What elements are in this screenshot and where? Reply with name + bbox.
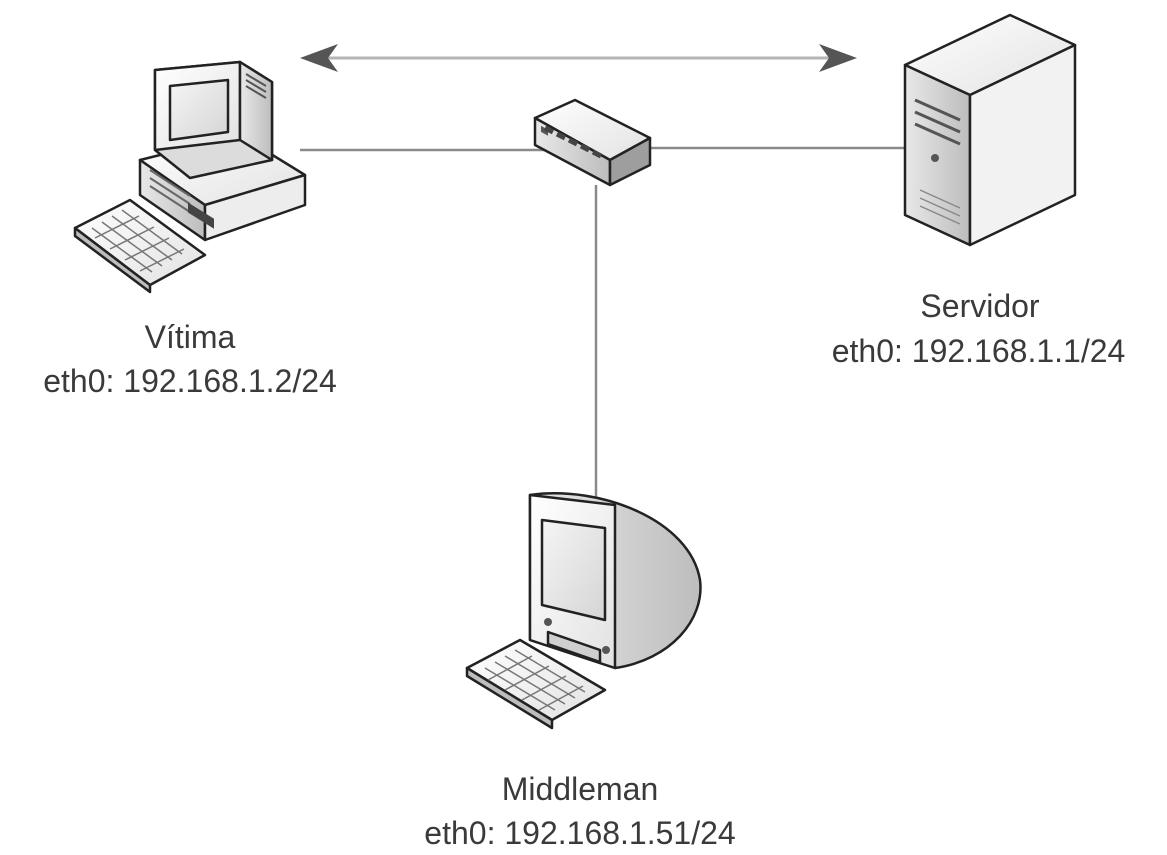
connections (300, 146, 905, 500)
middleman-ip-label: eth0: 192.168.1.51/24 (424, 815, 736, 851)
servidor-name-label: Servidor (920, 288, 1040, 324)
servidor-ip-label: eth0: 192.168.1.1/24 (831, 333, 1126, 369)
desktop-computer-icon (73, 60, 307, 294)
arrow-head-left-icon (300, 44, 338, 72)
network-switch-icon (533, 98, 652, 187)
vitima-ip-label: eth0: 192.168.1.2/24 (43, 363, 337, 399)
server-tower-icon (903, 13, 1077, 247)
arrow-head-right-icon (819, 44, 857, 72)
traffic-arrow (300, 44, 857, 72)
vitima-name-label: Vítima (144, 319, 236, 355)
switch-ports (541, 125, 548, 136)
middleman-name-label: Middleman (501, 771, 659, 807)
crt-monitor-computer-icon (465, 492, 702, 730)
